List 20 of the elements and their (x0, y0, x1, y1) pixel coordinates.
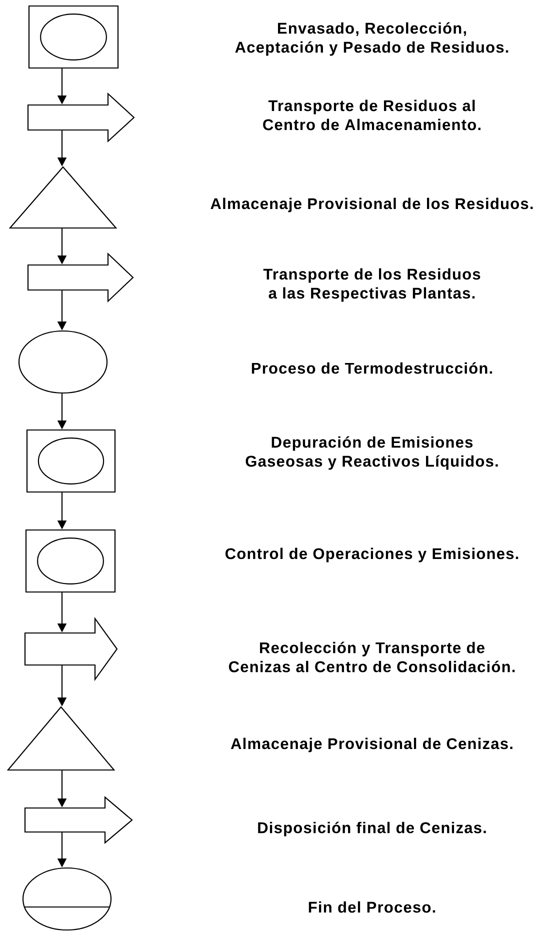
step-description: Almacenaje Provisional de Cenizas. (230, 738, 512, 752)
process-box (25, 529, 116, 593)
step-description: Transporte de los Residuos a las Respectivas Plantas. (263, 268, 480, 302)
process-box (26, 429, 116, 493)
transport-arrow-symbol (27, 252, 134, 303)
transport-arrow-symbol (24, 616, 118, 682)
step-description: Control de Operaciones y Emisiones. (225, 548, 518, 562)
step-description: Fin del Proceso. (308, 901, 436, 913)
step-description: Depuración de Emisiones Gaseosas y Reactivos Líquidos. (246, 436, 498, 470)
transport-arrow-symbol (24, 796, 133, 844)
step-description: Recolección y Transporte de Cenizas al Centro de Consolidación. (228, 642, 515, 672)
process-box (28, 5, 119, 69)
step-description: Envasado, Recolección, Aceptación y Pesado de Residuos. (235, 22, 508, 56)
operation-ellipse (18, 330, 108, 394)
step-description: Transporte de Residuos al Centro de Almacenamiento. (263, 100, 480, 130)
end-symbol (22, 867, 112, 931)
step-description: Disposición final de Cenizas. (258, 822, 486, 836)
step-description: Almacenaje Provisional de los Residuos. (210, 198, 533, 212)
step-description: Proceso de Termodestrucción. (252, 362, 492, 374)
transport-arrow-symbol (27, 92, 135, 142)
